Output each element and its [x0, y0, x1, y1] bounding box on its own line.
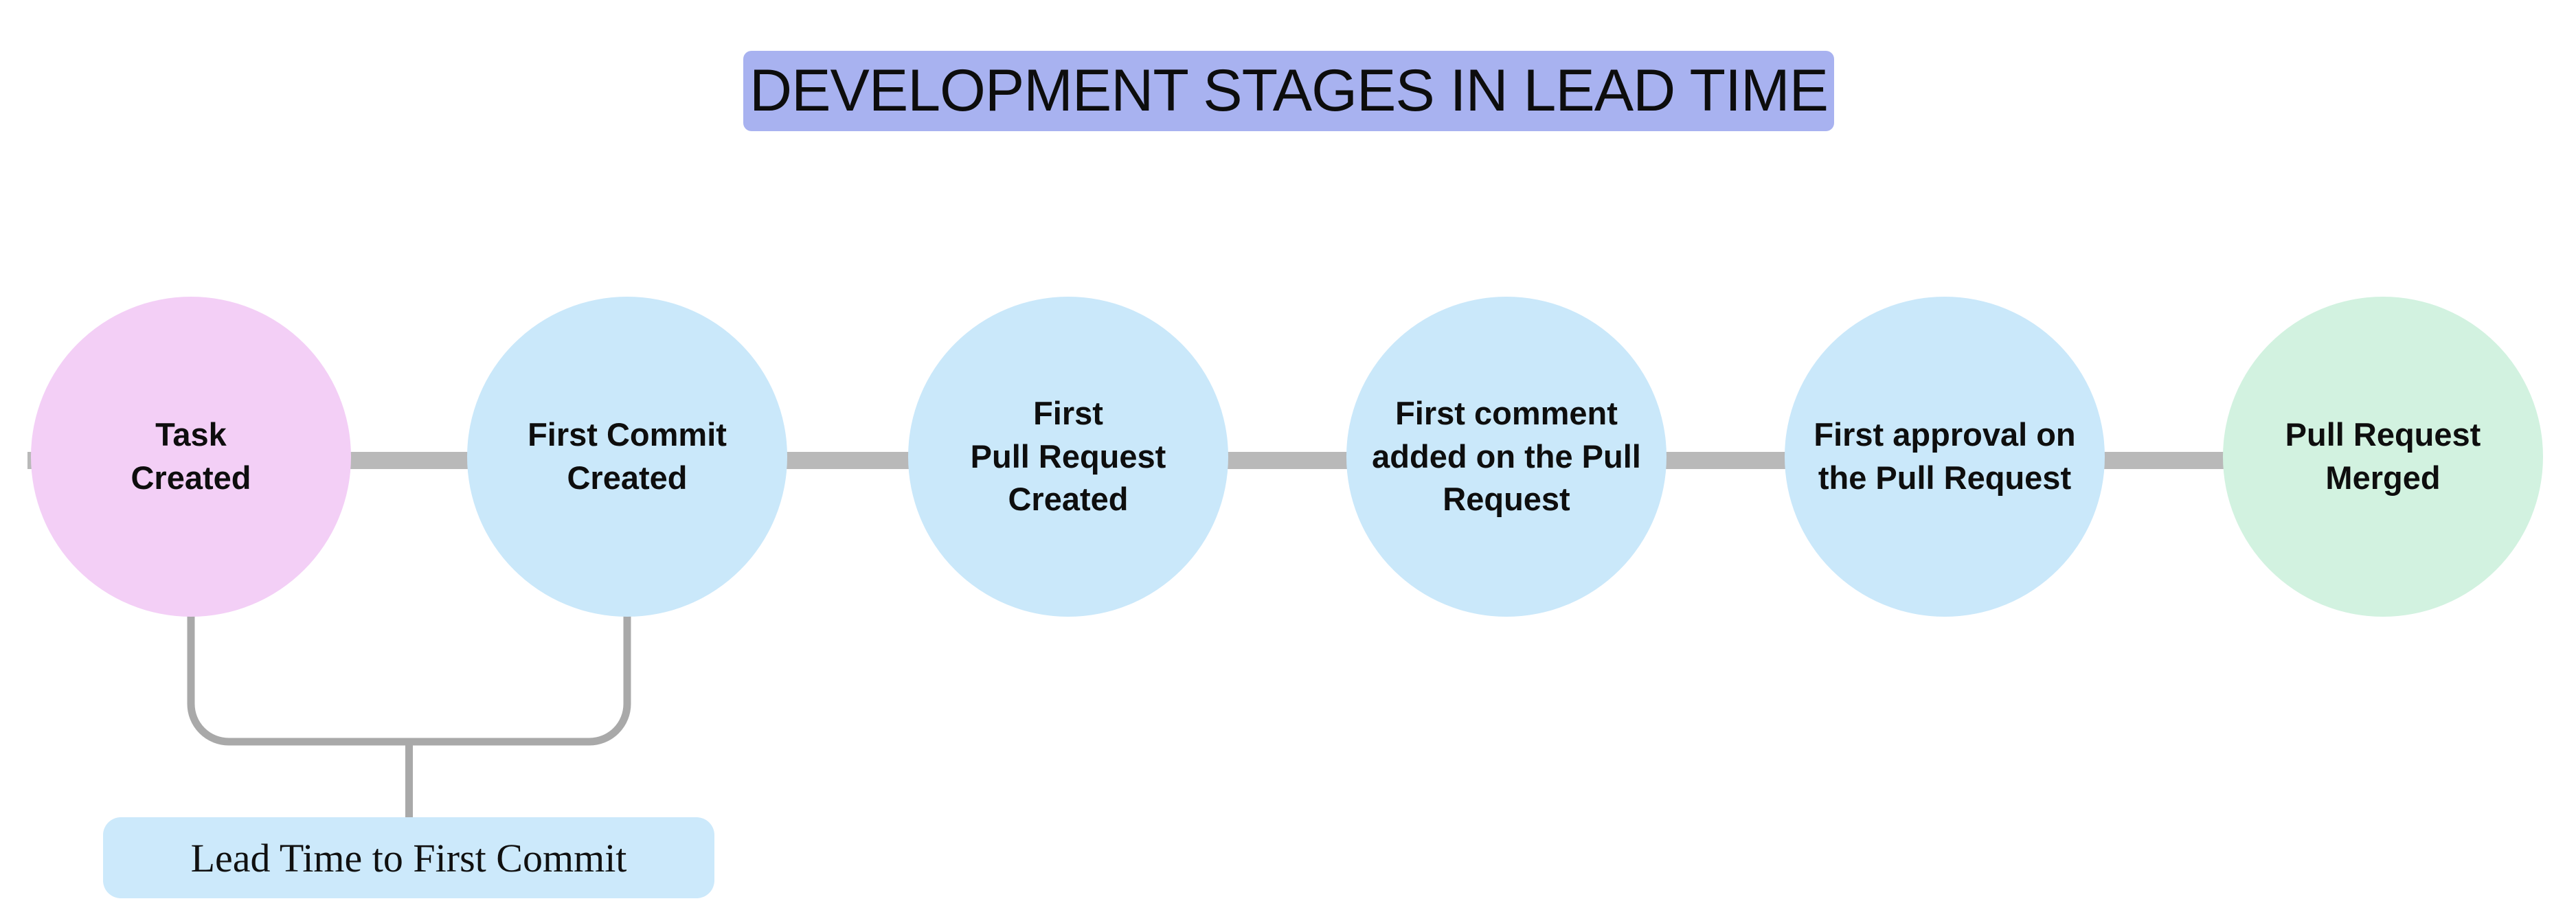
stage-label-line: Pull Request [970, 437, 1166, 475]
stage-node-first-approval: First approval on the Pull Request [1785, 297, 2105, 617]
stage-label-line: Pull Request [2285, 416, 2481, 453]
stage-label-line: Merged [2325, 459, 2441, 496]
stage-label: First approval on the Pull Request [1814, 413, 2075, 500]
stage-label-line: First approval on [1814, 416, 2076, 453]
stage-label-line: Task [155, 416, 227, 453]
stage-label-line: Created [567, 459, 688, 496]
lead-time-bracket [187, 615, 631, 823]
stage-label-line: Request [1443, 481, 1570, 518]
lead-time-label: Lead Time to First Commit [103, 817, 714, 898]
lead-time-label-text: Lead Time to First Commit [190, 835, 627, 880]
stage-label-line: First comment [1395, 394, 1618, 431]
title-banner: DEVELOPMENT STAGES IN LEAD TIME [743, 51, 1834, 131]
stage-label-line: Created [1008, 481, 1129, 518]
stage-label-line: the Pull Request [1818, 459, 2072, 496]
stage-label-line: First [1033, 394, 1103, 431]
stage-label-line: First Commit [528, 416, 727, 453]
stage-label-line: Created [131, 459, 251, 496]
bracket-curve [187, 615, 631, 746]
stage-label-line: added on the Pull [1372, 437, 1641, 475]
page-title: DEVELOPMENT STAGES IN LEAD TIME [749, 58, 1829, 124]
